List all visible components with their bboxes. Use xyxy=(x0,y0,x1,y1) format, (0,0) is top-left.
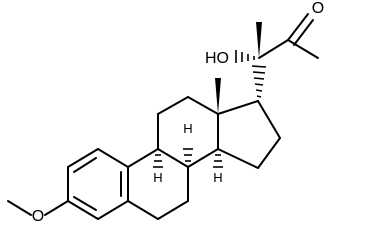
ring-a-aromatic xyxy=(67,148,129,220)
c21-methyl-wedge xyxy=(256,22,262,58)
c17-c20-hashed-bond xyxy=(251,65,267,98)
steroid-structure: O xyxy=(7,0,324,225)
ring-b xyxy=(127,148,189,220)
h-c14-label: H xyxy=(213,170,222,185)
c8-hydrogen: H xyxy=(183,121,193,162)
h-c9-label: H xyxy=(153,170,162,185)
methoxy-oxygen-label: O xyxy=(32,208,44,225)
c18-methyl-wedge xyxy=(215,78,221,114)
ring-c xyxy=(157,96,219,168)
c9-hydrogen: H xyxy=(153,154,163,185)
h-c8-label: H xyxy=(183,121,192,136)
hydroxyl-label: HO xyxy=(205,50,229,67)
ketone-oxygen-label: O xyxy=(312,0,324,17)
c14-hydrogen: H xyxy=(213,154,223,185)
structure-canvas: O xyxy=(7,0,324,225)
methoxy-group: O xyxy=(7,200,69,225)
side-chain: HO O xyxy=(205,0,324,67)
ring-d xyxy=(217,100,281,169)
